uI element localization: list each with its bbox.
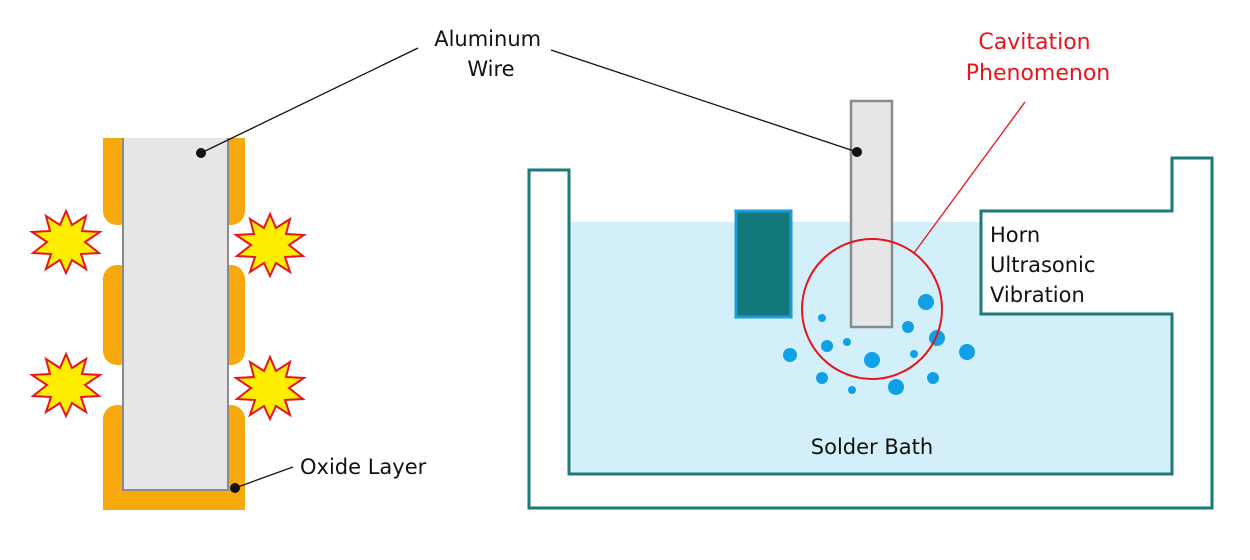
solder-bath-label: Solder Bath: [811, 435, 933, 459]
cavitation-circle: [801, 238, 943, 380]
oxide-layer-illustration: [28, 47, 419, 510]
wire-label-line2: Wire: [467, 57, 514, 81]
burst-star: [232, 354, 308, 422]
oxide-leader-line: [234, 466, 294, 489]
burst-star: [232, 211, 308, 279]
burst-star: [28, 208, 104, 276]
cavitation-bubbles: [783, 294, 975, 395]
bath-outline: [527, 156, 1214, 510]
bubble: [918, 294, 934, 310]
wire-label: Aluminum Wire: [434, 27, 548, 81]
wire-leader-line: [550, 49, 858, 153]
solder-bath-illustration: [527, 49, 1214, 510]
wire-leader-line: [200, 47, 419, 154]
aluminum-wire-core: [122, 138, 229, 491]
cavitation-label-line1: Cavitation: [978, 30, 1090, 55]
bubble: [783, 348, 797, 362]
bubble: [959, 344, 975, 360]
bubble: [864, 352, 880, 368]
burst-icon: [28, 351, 104, 419]
horn-block: [734, 209, 793, 319]
bubble: [818, 314, 826, 322]
horn-label-line3: Vibration: [990, 283, 1085, 307]
oxide-layer-label: Oxide Layer: [300, 455, 427, 479]
bubble: [902, 321, 914, 333]
horn-label: Horn Ultrasonic Vibration: [990, 223, 1102, 307]
burst-icon: [28, 208, 104, 276]
bubble: [848, 386, 856, 394]
horn-label-line2: Ultrasonic: [990, 253, 1095, 277]
bubble: [843, 338, 851, 346]
bubble: [927, 372, 939, 384]
cavitation-label: Cavitation Phenomenon: [966, 30, 1110, 86]
wire-label-line1: Aluminum: [434, 27, 541, 51]
burst-icon: [232, 354, 308, 422]
bubble: [821, 340, 833, 352]
burst-star: [28, 351, 104, 419]
horn-label-line1: Horn: [990, 223, 1040, 247]
aluminum-wire-dipped: [849, 99, 894, 329]
bubble: [888, 379, 904, 395]
bubble: [910, 350, 918, 358]
cavitation-leader-line: [913, 101, 1026, 254]
cavitation-label-line2: Phenomenon: [966, 61, 1110, 86]
burst-icon: [232, 211, 308, 279]
bubble: [816, 372, 828, 384]
